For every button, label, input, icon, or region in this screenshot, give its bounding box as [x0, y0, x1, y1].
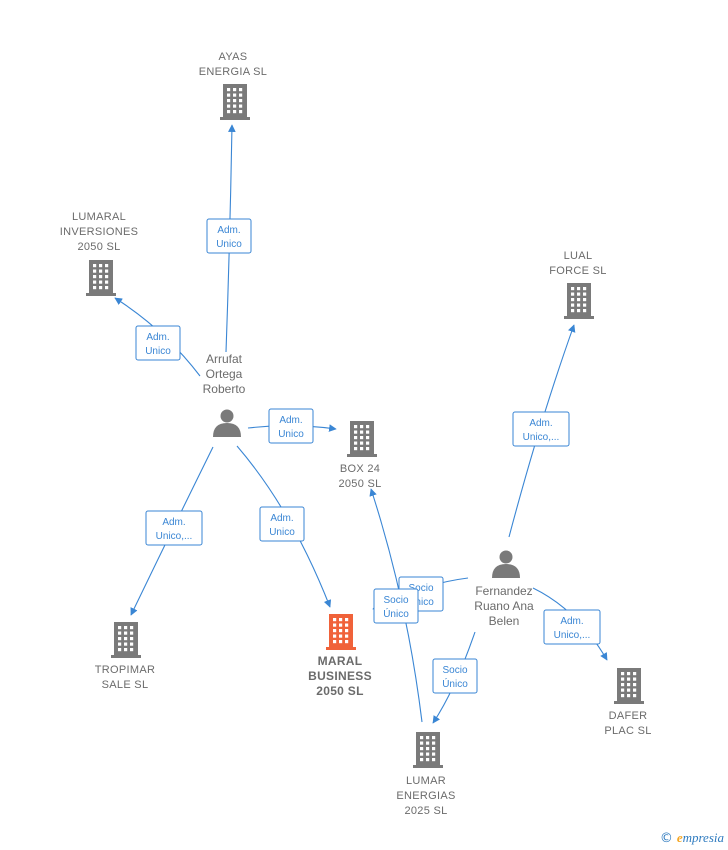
edge-label-arrufat-to-ayas[interactable]: Adm. Unico [206, 218, 252, 254]
node-lumar[interactable]: LUMAR ENERGIAS 2025 SL [396, 732, 455, 817]
node-label-line: INVERSIONES [60, 226, 139, 238]
edge-label-text: Unico [216, 239, 242, 250]
node-label-line: LUMAR [406, 775, 446, 787]
node-label-line: ENERGIAS [396, 790, 455, 802]
node-dafer[interactable]: DAFER PLAC SL [604, 668, 651, 737]
brand-name: mpresia [682, 830, 724, 845]
edge-label-text: Unico,... [523, 432, 560, 443]
edge-label-text: Adm. [146, 332, 169, 343]
building-icon [220, 84, 250, 120]
node-box24[interactable]: BOX 24 2050 SL [338, 421, 381, 490]
node-tropimar[interactable]: TROPIMAR SALE SL [95, 622, 155, 691]
edge-label-text: Adm. [279, 415, 302, 426]
node-label-line: FORCE SL [549, 265, 606, 277]
edge-label-fernandez-to-dafer[interactable]: Adm. Unico,... [543, 609, 601, 645]
building-icon [326, 614, 356, 650]
building-icon [564, 283, 594, 319]
node-label-line: LUAL [564, 250, 593, 262]
node-label-line: 2050 SL [316, 684, 363, 698]
node-lumaral[interactable]: LUMARAL INVERSIONES 2050 SL [60, 211, 139, 296]
building-icon [347, 421, 377, 457]
edge-label-text: Unico [145, 346, 171, 357]
edge-label-text: Unico [278, 429, 304, 440]
edge-label-text: Unico [269, 527, 295, 538]
node-label-line: PLAC SL [604, 725, 651, 737]
edge-label-arrufat-to-box24[interactable]: Adm. Unico [268, 408, 314, 444]
copyright-icon: © [659, 830, 673, 846]
brand-initial: e [676, 830, 683, 845]
edge-label-text: Adm. [270, 513, 293, 524]
node-label-line: SALE SL [102, 679, 149, 691]
edge-label-text: Socio [442, 665, 467, 676]
node-lual[interactable]: LUAL FORCE SL [549, 250, 606, 319]
edge-label-text: Socio [408, 583, 433, 594]
edge-label-text: Adm. [529, 418, 552, 429]
edge-label-arrufat-to-lumaral[interactable]: Adm. Unico [135, 325, 181, 361]
node-label-line: 2050 SL [338, 478, 381, 490]
node-label-line: DAFER [609, 710, 648, 722]
edge-label-text: Adm. [162, 517, 185, 528]
building-icon [111, 622, 141, 658]
edge-label-text: Adm. [560, 616, 583, 627]
node-label-line: Ortega [206, 367, 243, 381]
node-label-line: BOX 24 [340, 463, 380, 475]
node-label-line: 2025 SL [404, 805, 447, 817]
node-label-line: MARAL [318, 654, 363, 668]
edge-label-text: Unico,... [156, 531, 193, 542]
edge-label-text: Único [442, 677, 468, 690]
building-icon [86, 260, 116, 296]
edge-label-text: Adm. [217, 225, 240, 236]
footer-brand: © empresia [660, 830, 724, 846]
node-label-line: AYAS [219, 51, 248, 63]
node-label-line: LUMARAL [72, 211, 126, 223]
building-icon [413, 732, 443, 768]
node-label-line: Fernandez [475, 584, 532, 598]
node-label-line: BUSINESS [308, 669, 372, 683]
node-label-line: Belen [489, 614, 520, 628]
node-label-line: Arrufat [206, 352, 243, 366]
node-label-line: Roberto [203, 382, 246, 396]
edge-label-fernandez-to-lual[interactable]: Adm. Unico,... [512, 411, 570, 447]
person-icon [213, 409, 241, 437]
node-label-line: TROPIMAR [95, 664, 155, 676]
edge-label-arrufat-to-maral[interactable]: Adm. Unico [259, 506, 305, 542]
node-label-line: Ruano Ana [474, 599, 534, 613]
edge-label-text: Unico,... [554, 630, 591, 641]
node-ayas[interactable]: AYAS ENERGIA SL [199, 51, 267, 120]
edge-label-text: Único [383, 607, 409, 620]
edge-label-text: Socio [383, 595, 408, 606]
brand-logo[interactable]: empresia [677, 830, 724, 846]
edge-label-arrufat-to-tropimar[interactable]: Adm. Unico,... [145, 510, 203, 546]
node-label-line: 2050 SL [77, 241, 120, 253]
person-icon [492, 550, 520, 578]
node-label-line: ENERGIA SL [199, 66, 267, 78]
building-icon [614, 668, 644, 704]
